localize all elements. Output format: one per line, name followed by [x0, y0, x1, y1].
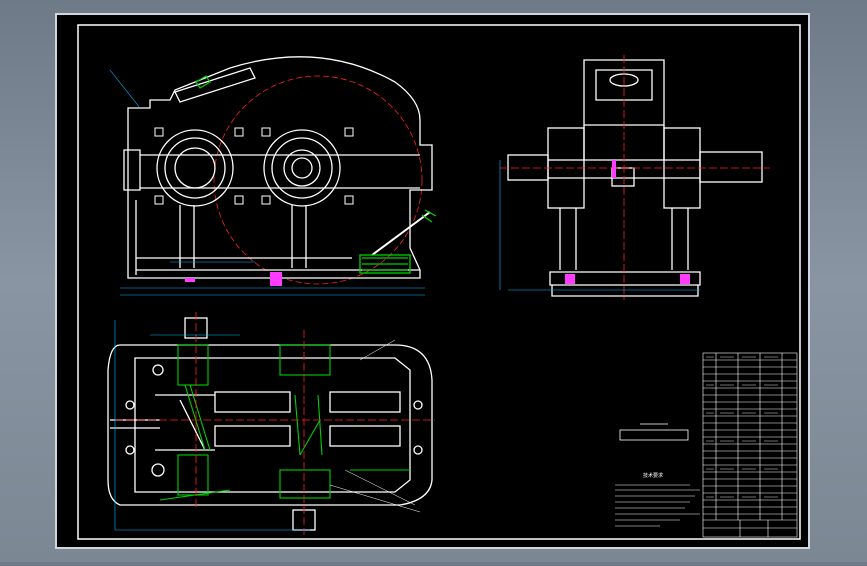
top-view-dims	[114, 320, 310, 531]
side-view-highlights	[565, 160, 690, 284]
front-view	[123, 56, 433, 285]
tech-requirements-title: 技术要求	[643, 472, 663, 479]
side-view-dims	[499, 160, 700, 291]
tech-requirements-block: 技术要求	[615, 472, 700, 527]
parts-list-scribble	[706, 356, 778, 498]
front-view-green	[195, 75, 437, 271]
top-view	[107, 317, 433, 531]
parts-list-table	[702, 352, 798, 538]
top-view-leaders	[329, 339, 421, 513]
top-view-centerlines	[115, 312, 435, 535]
side-view-centerlines	[500, 55, 770, 300]
top-view-sections	[159, 344, 410, 501]
front-view-highlights	[185, 272, 282, 286]
feature-label-box	[619, 423, 689, 441]
sheet-border	[77, 24, 801, 540]
front-view-dims	[109, 69, 425, 296]
